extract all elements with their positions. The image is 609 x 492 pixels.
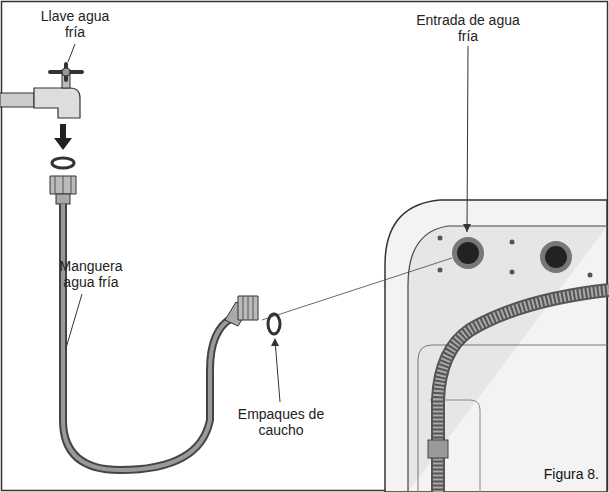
- inlet-label: Entrada de agua fría: [413, 12, 523, 44]
- hose-label: Manguera agua fría: [52, 258, 130, 290]
- faucet-label: Llave agua fría: [30, 8, 120, 40]
- figure-caption: Figura 8.: [544, 466, 599, 482]
- washer-label: Empaques de caucho: [226, 406, 336, 438]
